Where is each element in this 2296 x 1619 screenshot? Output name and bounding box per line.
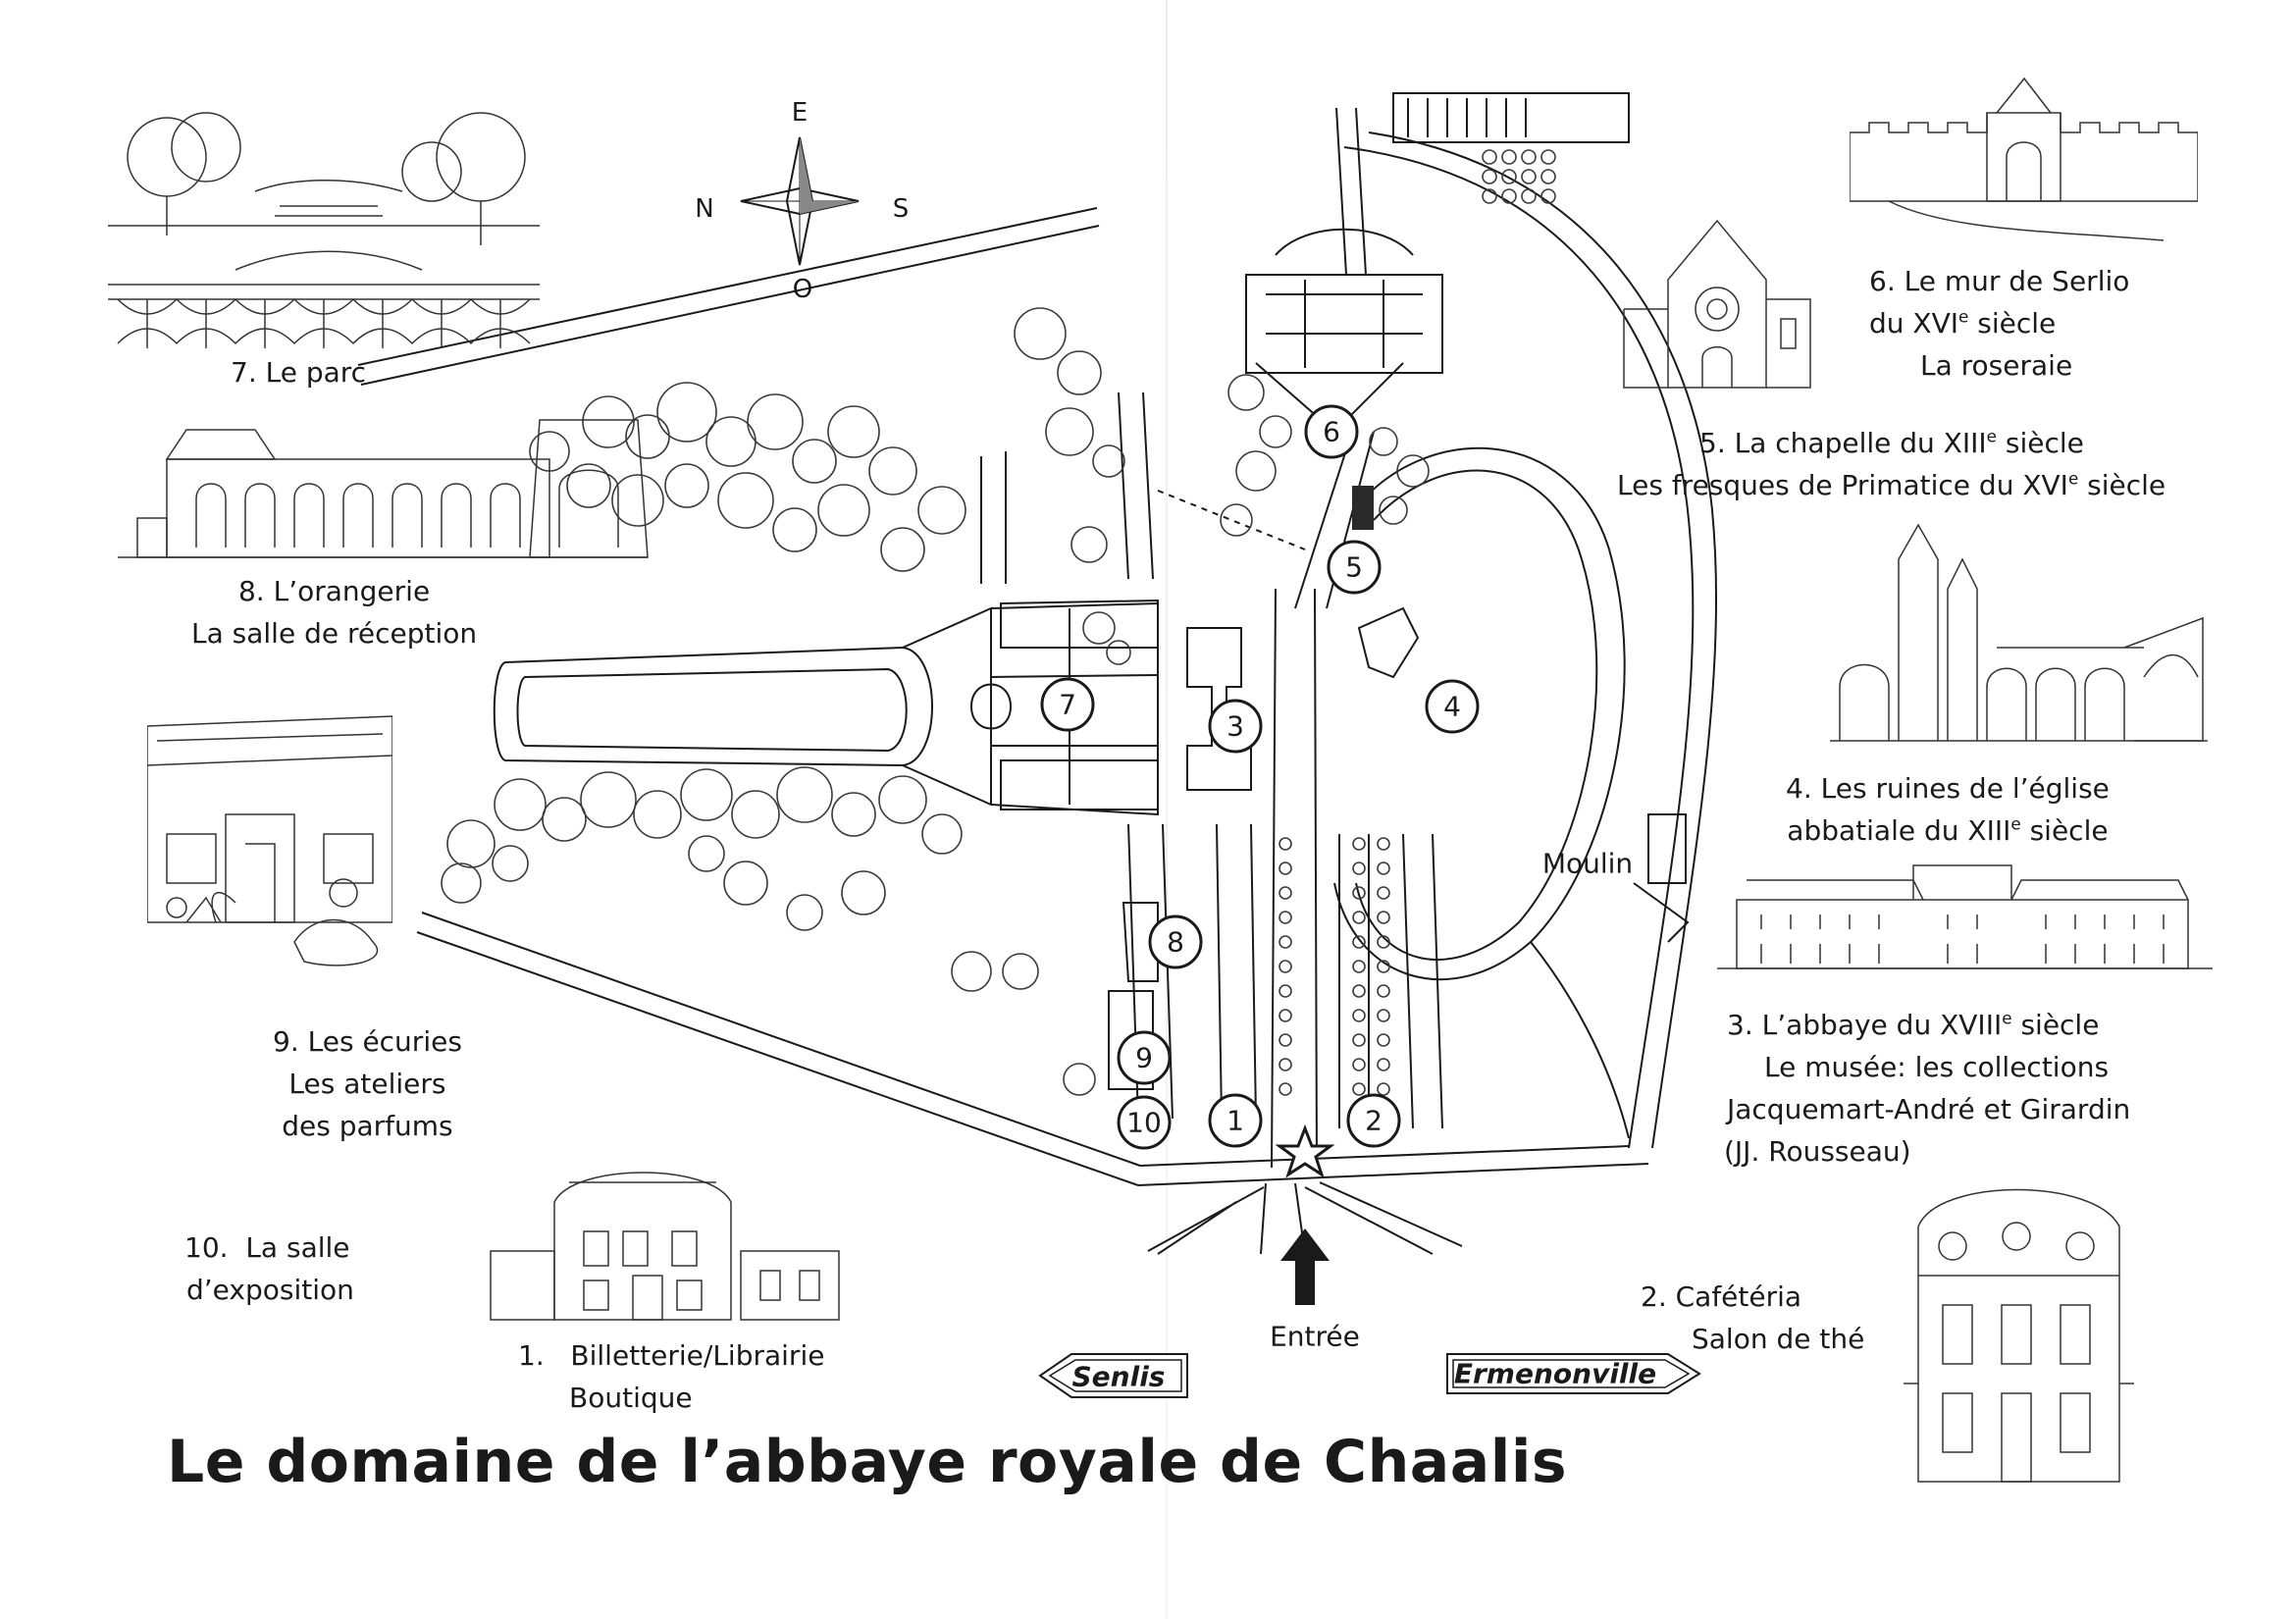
legend-item-1: 1. Billetterie/Librairie Boutique	[518, 1334, 824, 1419]
legend-item-6-line2: du XVIe siècle	[1869, 306, 2057, 339]
legend-item-3-line3: Jacquemart-André et Girardin	[1727, 1093, 2131, 1125]
mill-outline	[1647, 813, 1687, 884]
illustration-ticket-office	[490, 1172, 840, 1321]
compass-south-label: S	[893, 194, 910, 224]
north-enclosure	[1392, 92, 1630, 143]
east-road	[1343, 146, 1695, 1149]
legend-item-6-line1: 6. Le mur de Serlio	[1869, 265, 2130, 297]
top-road	[357, 207, 1100, 386]
marker-9-label: 9	[1135, 1042, 1153, 1074]
legend-item-10: 10. La salle d’exposition	[184, 1227, 354, 1311]
entrance-arrow-icon	[1280, 1228, 1330, 1305]
marker-3-label: 3	[1226, 710, 1244, 743]
central-avenue	[1271, 588, 1318, 1169]
abbey-outline	[1186, 627, 1252, 791]
marker-10-label: 10	[1126, 1107, 1162, 1139]
marker-7-label: 7	[1059, 689, 1076, 721]
illustration-chapel	[1623, 219, 1811, 389]
chapel-footprint	[1352, 486, 1374, 530]
legend-item-9-line2: Les ateliers	[288, 1068, 446, 1100]
hedge-rows	[1278, 149, 1556, 1096]
marker-1[interactable]	[1208, 1093, 1263, 1148]
marker-5[interactable]	[1327, 540, 1382, 595]
illustration-cafeteria	[1904, 1188, 2134, 1483]
legend-item-1-line2: Boutique	[569, 1382, 693, 1414]
legend-item-3-line2: Le musée: les collections	[1764, 1051, 2110, 1083]
legend-item-5: 5. La chapelle du XIIIe siècle Les fresq…	[1617, 422, 2166, 506]
legend-item-8-line1: 8. L’orangerie	[237, 575, 431, 607]
marker-6-label: 6	[1323, 416, 1340, 448]
north-parterre	[1245, 274, 1443, 374]
sign-senlis: Senlis	[1038, 1353, 1188, 1398]
illustration-serlio-wall	[1850, 77, 2198, 241]
legend-item-2-line1: 2. Cafétéria	[1641, 1280, 1802, 1313]
legend-item-7: 7. Le parc	[231, 351, 366, 393]
marker-2-label: 2	[1365, 1105, 1383, 1137]
illustration-ruins	[1830, 523, 2208, 742]
legend-item-5-line1: 5. La chapelle du XIIIe siècle	[1699, 426, 2084, 459]
road-to-ermenonville	[1304, 1181, 1463, 1255]
legend-item-9-line3: des parfums	[282, 1110, 453, 1142]
legend-item-4-line2: abbatiale du XIIIe siècle	[1787, 813, 2109, 847]
compass-west-label: O	[793, 275, 812, 304]
meadow-path	[1333, 446, 1626, 981]
road-to-senlis	[1147, 1186, 1265, 1255]
compass-east-label: E	[792, 98, 808, 128]
legend-item-6: 6. Le mur de Serlio du XVIe siècle La ro…	[1869, 260, 2129, 387]
illustration-stables	[147, 715, 392, 966]
compass-north-label: N	[695, 194, 713, 224]
legend-item-4: 4. Les ruines de l’église abbatiale du X…	[1786, 767, 2110, 852]
legend-item-9-line1: 9. Les écuries	[273, 1025, 462, 1058]
legend-item-1-line1: 1. Billetterie/Librairie	[518, 1339, 825, 1372]
legend-item-5-line2: Les fresques de Primatice du XVIe siècle	[1617, 468, 2166, 501]
orangerie-outline	[1122, 902, 1159, 982]
legend-item-2: 2. Cafétéria Salon de thé	[1641, 1276, 1864, 1360]
marker-1-label: 1	[1226, 1105, 1244, 1137]
compass-rose: E N S O	[695, 98, 909, 304]
legend-item-6-line3: La roseraie	[1920, 349, 2073, 382]
entrance-label: Entrée	[1270, 1321, 1360, 1353]
sign-senlis-label: Senlis	[1072, 1361, 1166, 1393]
legend-item-4-line1: 4. Les ruines de l’église	[1786, 772, 2110, 805]
legend-item-10-line2: d’exposition	[186, 1274, 354, 1306]
legend-item-9: 9. Les écuries Les ateliers des parfums	[273, 1020, 462, 1147]
legend-item-3-line4: (JJ. Rousseau)	[1724, 1135, 1911, 1168]
legend-item-7-line1: 7. Le parc	[231, 356, 367, 389]
marker-7[interactable]	[1040, 677, 1095, 732]
marker-5-label: 5	[1345, 551, 1363, 584]
mill-label: Moulin	[1542, 848, 1633, 880]
legend-item-3-line1: 3. L’abbaye du XVIIIe siècle	[1727, 1008, 2100, 1041]
marker-9[interactable]	[1117, 1030, 1172, 1085]
marker-2[interactable]	[1346, 1093, 1401, 1148]
marker-4[interactable]	[1425, 679, 1480, 734]
tree-cluster-sw	[441, 766, 1096, 1096]
legend-item-8: 8. L’orangerie La salle de réception	[191, 570, 477, 654]
legend-item-2-line2: Salon de thé	[1692, 1323, 1865, 1355]
left-road	[416, 912, 1141, 1186]
legend-item-3: 3. L’abbaye du XVIIIe siècle Le musée: l…	[1724, 1004, 2131, 1173]
marker-8[interactable]	[1148, 914, 1203, 969]
sign-ermenonville: Ermenonville	[1446, 1353, 1701, 1394]
legend-item-8-line2: La salle de réception	[191, 617, 478, 650]
illustration-abbey	[1717, 864, 2213, 969]
west-allee	[1127, 823, 1257, 1120]
illustration-park	[108, 112, 540, 348]
page-title: Le domaine de l’abbaye royale de Chaalis	[167, 1428, 1568, 1496]
paper-fold	[1166, 0, 1168, 1619]
ruins-outline	[1357, 606, 1420, 679]
marker-3[interactable]	[1208, 699, 1263, 754]
tree-cluster-north	[1082, 374, 1430, 665]
bottom-road	[1137, 1145, 1649, 1186]
entrance-star-icon	[1275, 1123, 1335, 1178]
marker-6[interactable]	[1304, 404, 1359, 459]
legend-item-10-line1: 10. La salle	[184, 1231, 350, 1264]
illustration-orangerie	[118, 419, 649, 558]
tree-cluster-nw	[529, 307, 1125, 572]
marker-4-label: 4	[1443, 691, 1461, 723]
marker-10[interactable]	[1117, 1095, 1172, 1150]
sign-ermenonville-label: Ermenonville	[1454, 1358, 1656, 1390]
marker-8-label: 8	[1167, 926, 1184, 959]
